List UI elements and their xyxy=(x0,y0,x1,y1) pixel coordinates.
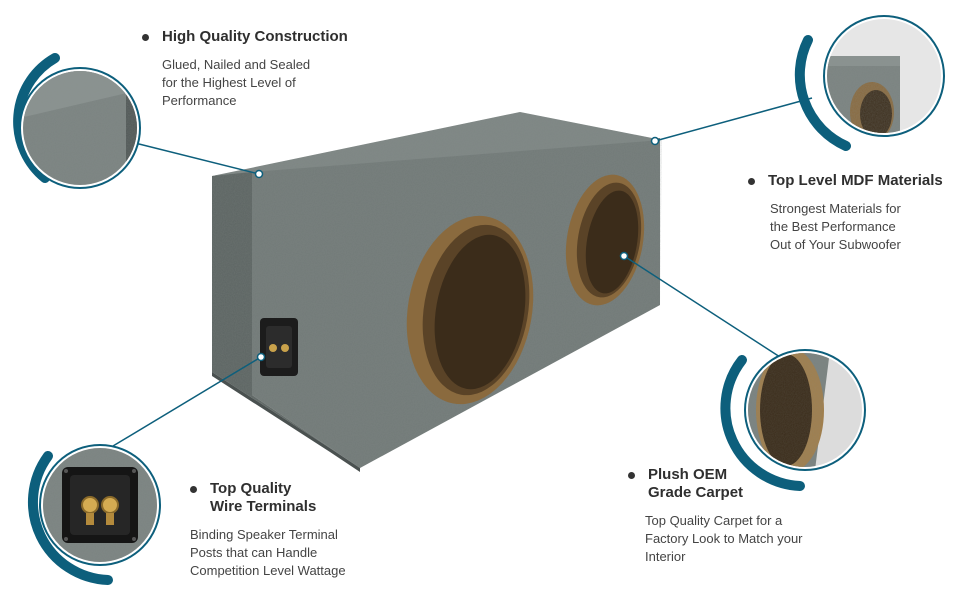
callout-line-construction xyxy=(134,142,260,175)
callout-line-terminals xyxy=(112,356,262,447)
callout-dots xyxy=(254,136,660,362)
magnifier-terminals xyxy=(27,444,161,585)
magnifier-carpet xyxy=(720,349,866,491)
feature-construction-title: High Quality Construction xyxy=(142,28,382,46)
feature-terminals: Top Quality Wire Terminals Binding Speak… xyxy=(190,480,410,580)
feature-terminals-description: Binding Speaker Terminal Posts that can … xyxy=(190,527,346,578)
feature-carpet-title: Plush OEM Grade Carpet xyxy=(628,466,868,502)
speaker-cutout-left xyxy=(406,215,534,405)
callout-line-mdf xyxy=(654,97,813,142)
feature-carpet: Plush OEM Grade Carpet Top Quality Carpe… xyxy=(628,466,868,566)
feature-mdf-description: Strongest Materials for the Best Perform… xyxy=(770,201,901,252)
callout-lines xyxy=(112,97,813,447)
feature-construction: High Quality Construction Glued, Nailed … xyxy=(142,28,382,110)
speaker-cutout-right xyxy=(565,174,645,306)
subwoofer-enclosure xyxy=(212,112,662,472)
enclosure-bottom-edge xyxy=(212,372,360,472)
feature-construction-description: Glued, Nailed and Sealed for the Highest… xyxy=(162,57,311,108)
feature-mdf-title: Top Level MDF Materials xyxy=(748,172,970,190)
terminal-cup xyxy=(260,318,298,376)
magnifier-mdf xyxy=(794,15,945,151)
magnifier-construction xyxy=(13,53,141,189)
feature-carpet-description: Top Quality Carpet for a Factory Look to… xyxy=(645,513,803,564)
callout-line-carpet xyxy=(623,255,781,358)
feature-mdf: Top Level MDF Materials Strongest Materi… xyxy=(748,172,970,254)
feature-terminals-title: Top Quality Wire Terminals xyxy=(190,480,410,516)
